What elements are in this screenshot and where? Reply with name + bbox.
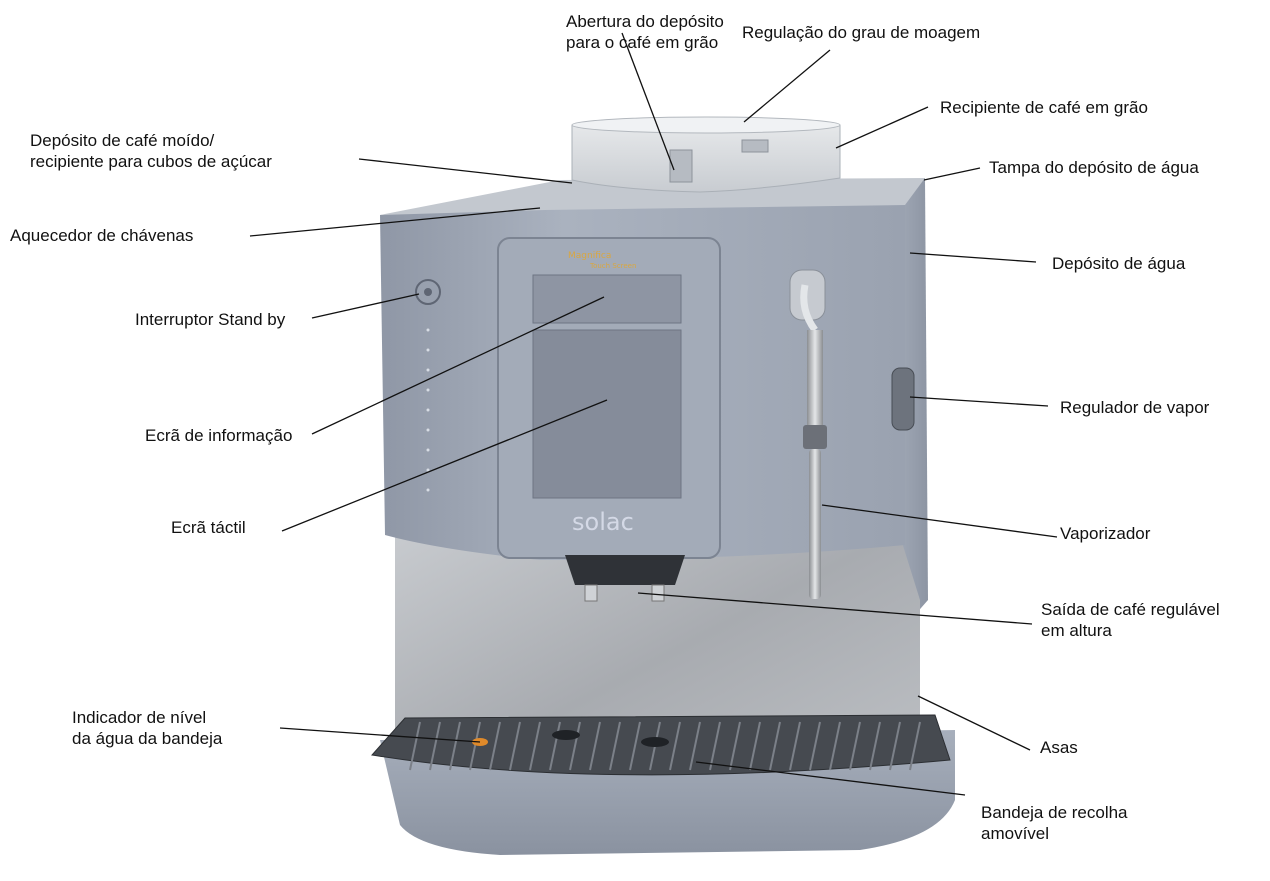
grill-slat: [509, 721, 521, 771]
label-interruptor-stand-by: Interruptor Stand by: [135, 310, 286, 329]
leader-ecra-info: [311, 296, 605, 435]
grill-slat: [709, 721, 721, 771]
grill-slat: [869, 721, 881, 771]
steam-wand-collar: [803, 425, 827, 449]
grill-slat: [529, 721, 541, 771]
grill-slat: [689, 721, 701, 771]
label-ecra-informacao: Ecrã de informação: [145, 426, 293, 445]
grill-slat: [669, 721, 681, 771]
solac-logo: solac: [572, 508, 634, 536]
top-plate: [380, 178, 925, 215]
label-regulacao-moagem: Regulação do grau de moagem: [742, 23, 981, 42]
led-column: [426, 328, 430, 492]
grill-slat: [889, 721, 901, 771]
leader-tampa: [923, 167, 981, 181]
info-screen: [532, 274, 682, 324]
label-deposito-agua: Depósito de água: [1052, 254, 1186, 273]
touch-screen: [532, 329, 682, 499]
leader-recipiente: [835, 106, 929, 149]
grill-slat: [769, 721, 781, 771]
grill-slat: [409, 721, 421, 771]
leader-ecra-tactil: [281, 399, 608, 532]
grill-slat: [789, 721, 801, 771]
label-regulador-vapor: Regulador de vapor: [1060, 398, 1210, 417]
grill-slat: [489, 721, 501, 771]
leader-indicador: [279, 727, 481, 743]
grill-slat: [749, 721, 761, 771]
grill-slat: [829, 721, 841, 771]
label-deposito-cafe-moido: Depósito de café moído/recipiente para c…: [30, 131, 272, 171]
drip-tray-grill: [409, 721, 921, 771]
grill-slat: [729, 721, 741, 771]
label-recipiente-cafe-grao: Recipiente de café em grão: [940, 98, 1148, 117]
coffee-outlet: [565, 555, 685, 585]
leader-abertura: [621, 32, 675, 171]
steam-wand-lower: [809, 449, 821, 599]
steam-wand-upper: [807, 330, 823, 430]
label-vaporizador: Vaporizador: [1060, 524, 1151, 543]
grill-slat: [449, 721, 461, 771]
panel-brand-line1: Magnifica: [568, 251, 611, 261]
leader-lines: [249, 32, 1058, 796]
panel-brand-line2: Touch Screen: [589, 262, 636, 270]
hopper-latch: [669, 149, 693, 183]
tray-hole: [552, 730, 580, 740]
bean-hopper: [571, 124, 841, 193]
grill-slat: [589, 721, 601, 771]
grill-slat: [809, 721, 821, 771]
leader-deposito-moido: [358, 158, 573, 184]
grill-slat: [469, 721, 481, 771]
leader-deposito-agua: [909, 252, 1037, 263]
tray-hole: [641, 737, 669, 747]
label-aquecedor-chavenas: Aquecedor de chávenas: [10, 226, 194, 245]
steam-knob: [891, 367, 915, 431]
leader-aquecedor: [249, 207, 541, 237]
grill-slat: [429, 721, 441, 771]
leader-interruptor: [311, 293, 420, 319]
grill-slat: [849, 721, 861, 771]
leader-saida: [637, 592, 1033, 625]
steam-arm: [800, 284, 818, 333]
grill-slat: [549, 721, 561, 771]
grill-slat: [569, 721, 581, 771]
grill-slat: [909, 721, 921, 771]
grill-slat: [609, 721, 621, 771]
leader-regulador: [909, 396, 1049, 407]
label-tampa-deposito-agua: Tampa do depósito de água: [989, 158, 1199, 177]
leader-asas: [917, 695, 1031, 751]
leader-vaporizador: [821, 504, 1058, 538]
grill-slat: [629, 721, 641, 771]
label-ecra-tactil: Ecrã táctil: [171, 518, 246, 537]
leader-regulacao: [743, 49, 831, 123]
label-asas: Asas: [1040, 738, 1078, 757]
leader-bandeja: [695, 761, 966, 796]
